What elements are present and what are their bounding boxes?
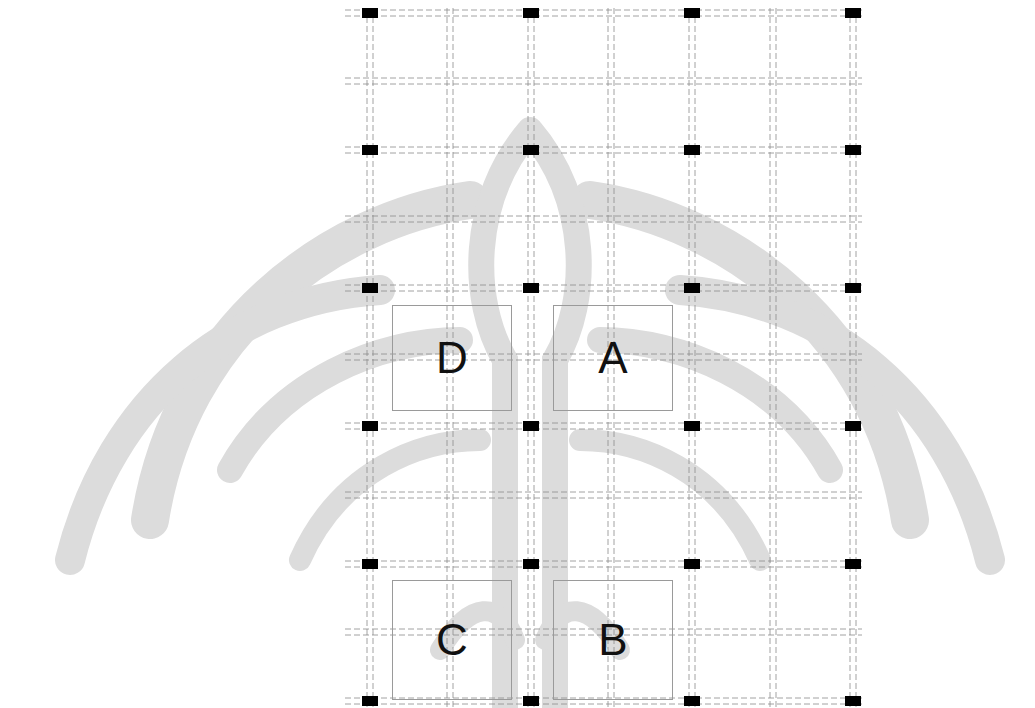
grid-line xyxy=(345,153,862,154)
column xyxy=(684,421,700,431)
grid-line xyxy=(345,222,862,223)
column xyxy=(684,559,700,569)
column xyxy=(362,696,378,706)
column xyxy=(523,559,539,569)
room-label: D xyxy=(436,336,468,380)
room-label: B xyxy=(598,618,627,662)
room-box: C xyxy=(392,580,512,700)
column xyxy=(523,283,539,293)
column xyxy=(523,145,539,155)
column xyxy=(523,8,539,18)
grid-line xyxy=(345,429,862,430)
column xyxy=(523,696,539,706)
room-box: B xyxy=(553,580,673,700)
column xyxy=(845,8,861,18)
grid-line xyxy=(345,16,862,17)
column xyxy=(845,145,861,155)
grid-line xyxy=(534,8,535,708)
column xyxy=(684,8,700,18)
grid-line xyxy=(345,492,862,493)
grid-line xyxy=(345,567,862,568)
column xyxy=(684,145,700,155)
grid-line xyxy=(770,8,771,708)
grid-line xyxy=(776,8,777,708)
column xyxy=(362,8,378,18)
room-box: D xyxy=(392,305,512,411)
grid-line xyxy=(345,10,862,11)
column xyxy=(362,421,378,431)
columns xyxy=(362,8,861,706)
grid-line xyxy=(345,423,862,424)
grid-line xyxy=(856,8,857,708)
column xyxy=(362,559,378,569)
grid-line xyxy=(345,84,862,85)
grid-line xyxy=(528,8,529,708)
grid-line xyxy=(345,216,862,217)
grid-line xyxy=(345,291,862,292)
column xyxy=(845,696,861,706)
column xyxy=(845,283,861,293)
grid-line xyxy=(367,8,368,708)
room-box: A xyxy=(553,305,673,411)
grid-line xyxy=(345,78,862,79)
column xyxy=(362,145,378,155)
grid-line xyxy=(345,698,862,699)
column xyxy=(684,283,700,293)
room-label: C xyxy=(436,618,468,662)
grid-line xyxy=(345,498,862,499)
grid-line xyxy=(345,704,862,705)
grid-line xyxy=(345,561,862,562)
grid-line xyxy=(345,147,862,148)
column xyxy=(523,421,539,431)
grid-lines xyxy=(345,8,862,708)
column xyxy=(362,283,378,293)
grid-line xyxy=(373,8,374,708)
grid-line xyxy=(695,8,696,708)
column xyxy=(684,696,700,706)
grid-line xyxy=(850,8,851,708)
column xyxy=(845,559,861,569)
room-label: A xyxy=(598,336,627,380)
column xyxy=(845,421,861,431)
grid-line xyxy=(345,285,862,286)
watermark-logo xyxy=(70,130,990,708)
grid-line xyxy=(689,8,690,708)
